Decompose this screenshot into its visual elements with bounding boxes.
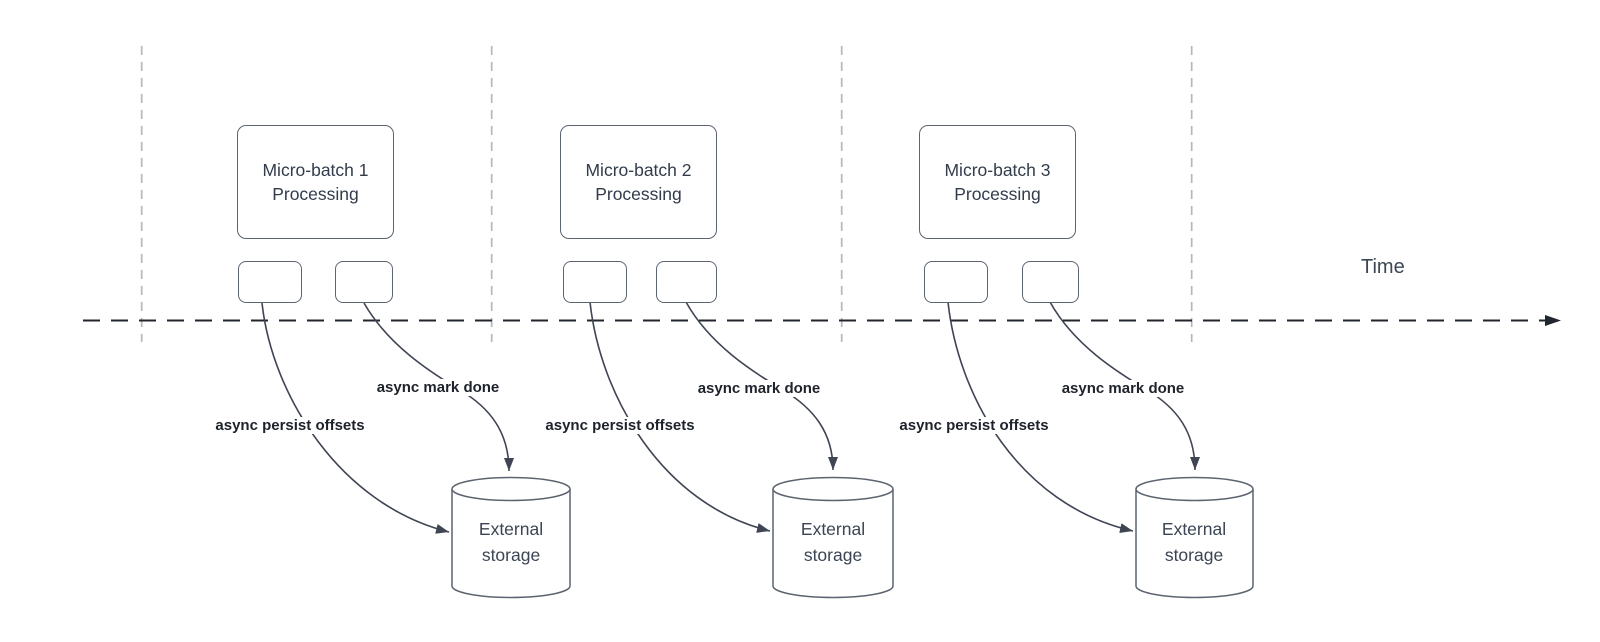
task-box-2-left [563, 261, 627, 303]
task-box-3-left [924, 261, 988, 303]
external-storage-label-3: External storage [1161, 519, 1227, 565]
micro-batch-box-3: Micro-batch 3 Processing [919, 125, 1076, 239]
task-box-3-right [1022, 261, 1079, 303]
external-storage-label-1: External storage [478, 519, 544, 565]
external-storage-cylinder-2 [772, 476, 894, 599]
persist-offsets-arrow-1 [261, 302, 450, 534]
persist-offsets-label-2: async persist offsets [542, 417, 698, 434]
persist-offsets-label-3: async persist offsets [896, 417, 1052, 434]
external-storage-cylinder-3 [1135, 476, 1254, 599]
task-box-1-left [238, 261, 302, 303]
mark-done-label-3: async mark done [1058, 380, 1188, 397]
task-box-2-right [656, 261, 717, 303]
mark-done-label-2: async mark done [694, 380, 824, 397]
time-label: Time [1361, 256, 1405, 278]
task-box-1-right [335, 261, 393, 303]
micro-batch-box-2: Micro-batch 2 Processing [560, 125, 717, 239]
external-storage-cylinder-1 [451, 476, 571, 599]
micro-batch-box-1: Micro-batch 1 Processing [237, 125, 394, 239]
persist-offsets-arrow-3 [947, 301, 1134, 533]
persist-offsets-arrow-2 [589, 301, 771, 533]
mark-done-label-1: async mark done [373, 379, 503, 396]
external-storage-label-2: External storage [800, 519, 866, 565]
persist-offsets-label-1: async persist offsets [212, 417, 368, 434]
